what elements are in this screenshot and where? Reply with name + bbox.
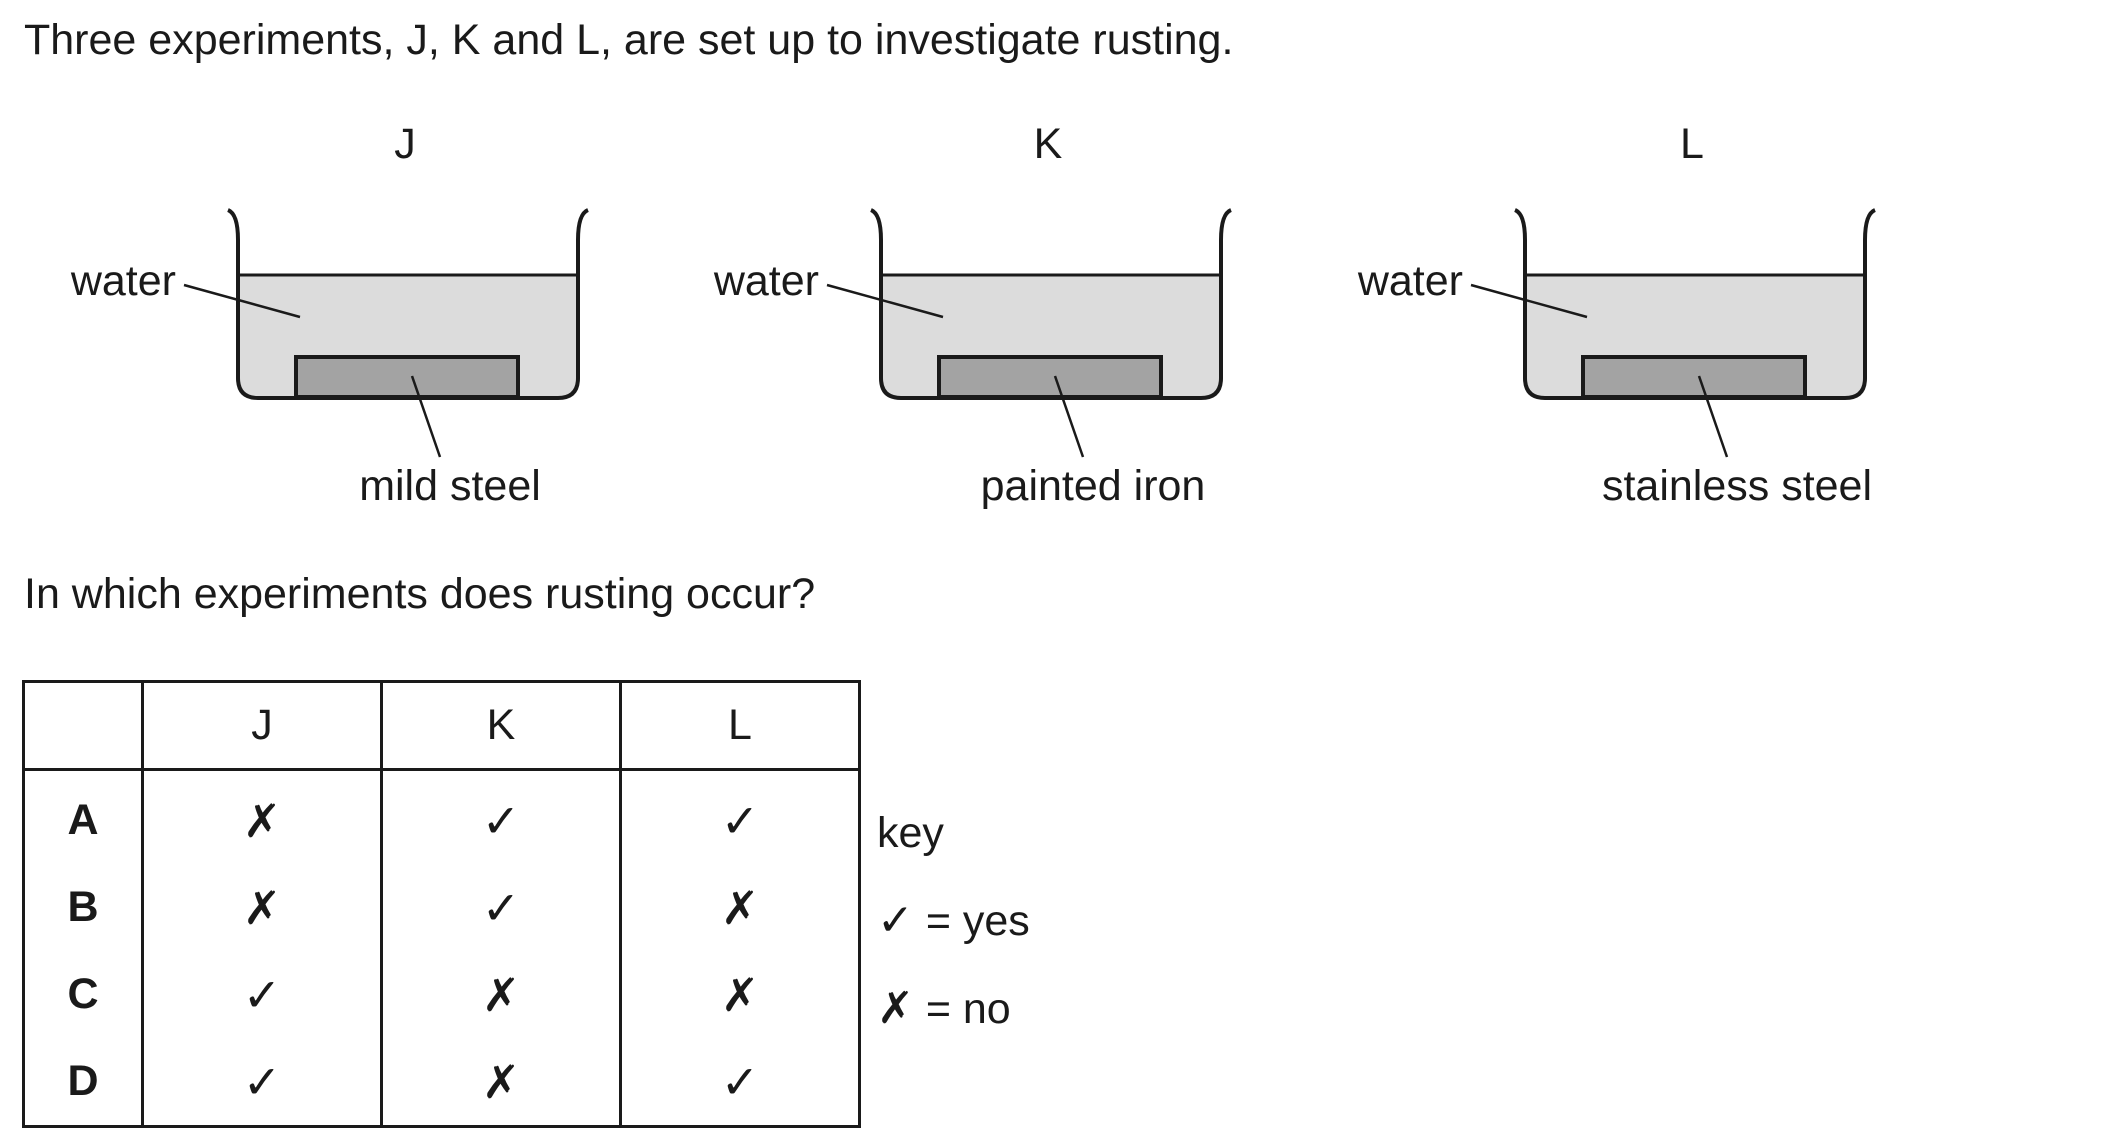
metal-label: painted iron [981,462,1206,510]
option-row-a[interactable]: A ✗ ✓ ✓ [22,769,861,864]
experiment-k: K water painted iron [713,120,1232,510]
mark-j: ✗ [141,864,383,951]
key-title: key [877,809,944,857]
leader-line [183,283,301,319]
option-letter: C [22,951,144,1038]
option-letter: A [22,769,144,864]
liquid-label: water [70,257,176,305]
key-yes-text: = yes [913,897,1030,945]
header-row: J K L [22,680,861,771]
mark-j: ✗ [141,769,383,864]
metal-sample [1581,355,1807,399]
experiment-diagrams: J water mild steel K water painted iron … [70,120,1876,510]
leader-line [410,375,442,458]
key-yes: ✓ = yes [877,877,1030,965]
header-blank [22,680,144,771]
option-letter: B [22,864,144,951]
mark-j: ✓ [141,951,383,1038]
leader-line [1697,375,1729,458]
question-text: In which experiments does rusting occur? [24,570,816,618]
mark-l: ✓ [619,769,861,864]
option-row-c[interactable]: C ✓ ✗ ✗ [22,951,861,1038]
experiment-label: L [1680,120,1704,168]
cross-icon: ✗ [877,983,914,1034]
metal-label: mild steel [359,462,541,510]
experiment-label: K [1034,120,1063,168]
metal-sample [937,355,1163,399]
leader-line [826,283,944,319]
leader-line [1053,375,1085,458]
option-row-b[interactable]: B ✗ ✓ ✗ [22,864,861,951]
liquid-label: water [1357,257,1463,305]
key-legend: key ✓ = yes ✗ = no [877,790,1030,1053]
mark-k: ✓ [380,769,622,864]
experiment-label: J [394,120,416,168]
answer-table: J K L A ✗ ✓ ✓ B ✗ ✓ ✗ C ✓ ✗ ✗ D ✓ ✗ ✓ [22,680,861,1128]
mark-k: ✗ [380,951,622,1038]
header-l: L [619,680,861,771]
experiment-l: L water stainless steel [1357,120,1876,510]
mark-k: ✗ [380,1038,622,1128]
intro-text: Three experiments, J, K and L, are set u… [24,16,1234,64]
metal-label: stainless steel [1602,462,1872,510]
key-no: ✗ = no [877,965,1030,1053]
key-no-text: = no [913,985,1011,1033]
header-k: K [380,680,622,771]
mark-l: ✗ [619,864,861,951]
mark-k: ✓ [380,864,622,951]
metal-sample [294,355,520,399]
mark-l: ✗ [619,951,861,1038]
leader-line [1470,283,1588,319]
experiment-j: J water mild steel [70,120,589,510]
mark-j: ✓ [141,1038,383,1128]
option-letter: D [22,1038,144,1128]
header-j: J [141,680,383,771]
liquid-label: water [713,257,819,305]
option-row-d[interactable]: D ✓ ✗ ✓ [22,1038,861,1128]
mark-l: ✓ [619,1038,861,1128]
check-icon: ✓ [877,895,914,946]
